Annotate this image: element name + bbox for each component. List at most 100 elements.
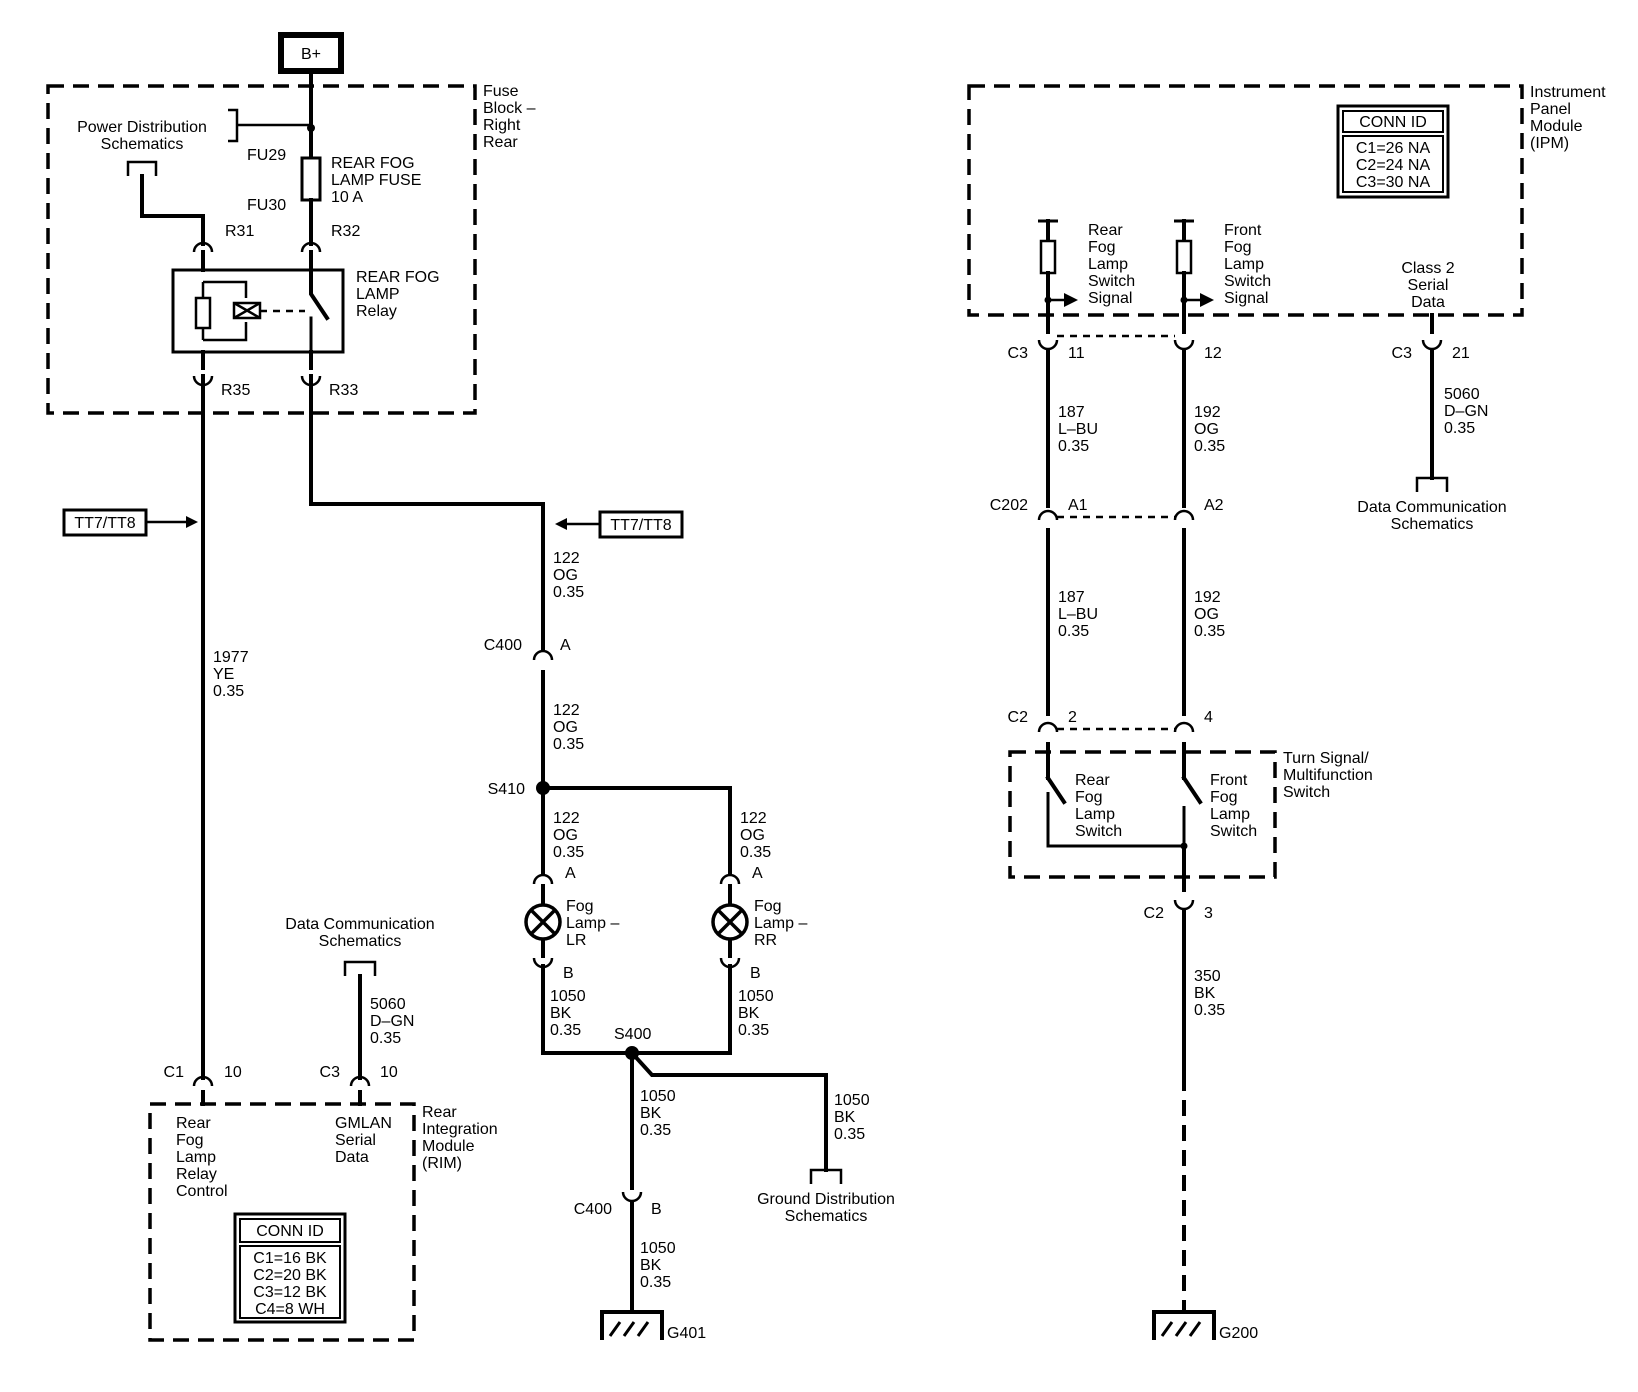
svg-text:Module: Module: [422, 1138, 475, 1155]
svg-text:Control: Control: [176, 1183, 228, 1200]
svg-text:3: 3: [1204, 905, 1213, 922]
svg-text:Fog: Fog: [176, 1132, 204, 1149]
svg-text:C1: C1: [164, 1064, 185, 1081]
svg-text:BK: BK: [738, 1005, 760, 1022]
svg-text:Module: Module: [1530, 118, 1583, 135]
svg-text:(IPM): (IPM): [1530, 135, 1569, 152]
wire-187-label-b: 187 L–BU 0.35: [1058, 589, 1098, 640]
svg-text:REAR FOG: REAR FOG: [331, 155, 415, 172]
svg-text:Lamp –: Lamp –: [754, 915, 807, 932]
svg-text:Rear: Rear: [1088, 222, 1123, 239]
rim-title: Rear Integration Module (RIM): [422, 1104, 498, 1172]
fog-lamp-lr-label: Fog Lamp – LR: [566, 898, 619, 949]
svg-text:10: 10: [224, 1064, 242, 1081]
svg-text:1050: 1050: [640, 1240, 676, 1257]
svg-text:D–GN: D–GN: [1444, 403, 1488, 420]
wire-1050-label-lr: 1050 BK 0.35: [550, 988, 586, 1039]
svg-text:D–GN: D–GN: [370, 1013, 414, 1030]
svg-text:BK: BK: [640, 1105, 662, 1122]
svg-text:192: 192: [1194, 589, 1221, 606]
svg-text:Schematics: Schematics: [319, 933, 402, 950]
svg-text:C4=8 WH: C4=8 WH: [255, 1301, 325, 1318]
front-switch-label: Front Fog Lamp Switch: [1210, 772, 1257, 840]
rim-c3-pin10: [349, 1075, 371, 1087]
svg-text:A1: A1: [1068, 497, 1088, 514]
wire-187-label-a: 187 L–BU 0.35: [1058, 404, 1098, 455]
svg-text:0.35: 0.35: [1194, 438, 1225, 455]
svg-text:5060: 5060: [370, 996, 406, 1013]
svg-text:1977: 1977: [213, 649, 249, 666]
wire-122-label-c: 122 OG 0.35: [553, 810, 584, 861]
svg-text:R32: R32: [331, 223, 360, 240]
svg-text:BK: BK: [550, 1005, 572, 1022]
svg-text:OG: OG: [1194, 606, 1219, 623]
svg-text:122: 122: [553, 702, 580, 719]
svg-text:C1=26 NA: C1=26 NA: [1356, 140, 1431, 157]
svg-text:0.35: 0.35: [834, 1126, 865, 1143]
svg-text:C3: C3: [1392, 345, 1413, 362]
svg-text:Rear: Rear: [1075, 772, 1110, 789]
multifunction-switch-title: Turn Signal/ Multifunction Switch: [1283, 750, 1373, 801]
svg-text:LAMP: LAMP: [356, 286, 400, 303]
connector-c2-pin4: [1173, 721, 1195, 733]
ipm-c3-pin21: [1421, 339, 1443, 351]
svg-text:CONN ID: CONN ID: [256, 1223, 324, 1240]
svg-text:Data: Data: [1411, 294, 1445, 311]
svg-text:0.35: 0.35: [1194, 1002, 1225, 1019]
fuse-block-boundary: [46, 84, 477, 415]
svg-text:OG: OG: [553, 567, 578, 584]
relay-label: REAR FOG LAMP Relay: [356, 269, 440, 320]
svg-text:Signal: Signal: [1224, 290, 1268, 307]
svg-text:GMLAN: GMLAN: [335, 1115, 392, 1132]
fog-lamp-rr: [711, 903, 749, 941]
svg-text:B: B: [651, 1201, 662, 1218]
svg-text:Schematics: Schematics: [1391, 516, 1474, 533]
svg-text:Schematics: Schematics: [785, 1208, 868, 1225]
svg-text:OG: OG: [1194, 421, 1219, 438]
svg-text:0.35: 0.35: [1058, 438, 1089, 455]
svg-text:REAR FOG: REAR FOG: [356, 269, 440, 286]
svg-text:Data Communication: Data Communication: [1357, 499, 1506, 516]
ground-g401-label: G401: [667, 1325, 706, 1342]
svg-text:TT7/TT8: TT7/TT8: [610, 517, 671, 534]
rear-fog-fuse: [300, 156, 322, 202]
wire-192-label-b: 192 OG 0.35: [1194, 589, 1225, 640]
svg-text:Integration: Integration: [422, 1121, 498, 1138]
rear-fog-fuse-label: REAR FOG LAMP FUSE 10 A: [331, 155, 421, 206]
svg-text:C3=12 BK: C3=12 BK: [253, 1284, 327, 1301]
ground-g401-icon: [600, 1310, 664, 1340]
svg-text:Block –: Block –: [483, 100, 536, 117]
svg-text:Turn Signal/: Turn Signal/: [1283, 750, 1369, 767]
svg-text:Power Distribution: Power Distribution: [77, 119, 207, 136]
svg-text:A2: A2: [1204, 497, 1224, 514]
rim-conn-id-table: CONN ID C1=16 BK C2=20 BK C3=12 BK C4=8 …: [233, 1212, 347, 1324]
svg-text:C3: C3: [1008, 345, 1029, 362]
svg-text:C400: C400: [484, 637, 522, 654]
svg-text:0.35: 0.35: [640, 1274, 671, 1291]
svg-text:Lamp: Lamp: [1224, 256, 1264, 273]
svg-text:122: 122: [740, 810, 767, 827]
connector-c400-a: [532, 649, 554, 661]
data-comm-ref-ipm: Data Communication Schematics: [1357, 499, 1506, 533]
svg-text:C3: C3: [320, 1064, 341, 1081]
svg-text:5060: 5060: [1444, 386, 1480, 403]
svg-text:S400: S400: [614, 1026, 651, 1043]
svg-text:L–BU: L–BU: [1058, 421, 1098, 438]
connector-c400-b: [621, 1191, 643, 1203]
svg-text:Lamp: Lamp: [176, 1149, 216, 1166]
rear-switch-label: Rear Fog Lamp Switch: [1075, 772, 1122, 840]
ipm-conn-id-table: CONN ID C1=26 NA C2=24 NA C3=30 NA: [1336, 104, 1450, 199]
ground-dist-ref-bracket: [809, 1168, 843, 1184]
wire-122-label-d: 122 OG 0.35: [740, 810, 771, 861]
svg-text:0.35: 0.35: [553, 736, 584, 753]
svg-text:Lamp: Lamp: [1075, 806, 1115, 823]
svg-text:0.35: 0.35: [553, 584, 584, 601]
svg-text:1050: 1050: [738, 988, 774, 1005]
svg-text:Switch: Switch: [1075, 823, 1122, 840]
svg-text:122: 122: [553, 550, 580, 567]
svg-text:Schematics: Schematics: [101, 136, 184, 153]
svg-text:CONN ID: CONN ID: [1359, 114, 1427, 131]
svg-text:C2: C2: [1008, 709, 1029, 726]
pin-r32: [300, 241, 322, 253]
svg-text:Lamp: Lamp: [1088, 256, 1128, 273]
